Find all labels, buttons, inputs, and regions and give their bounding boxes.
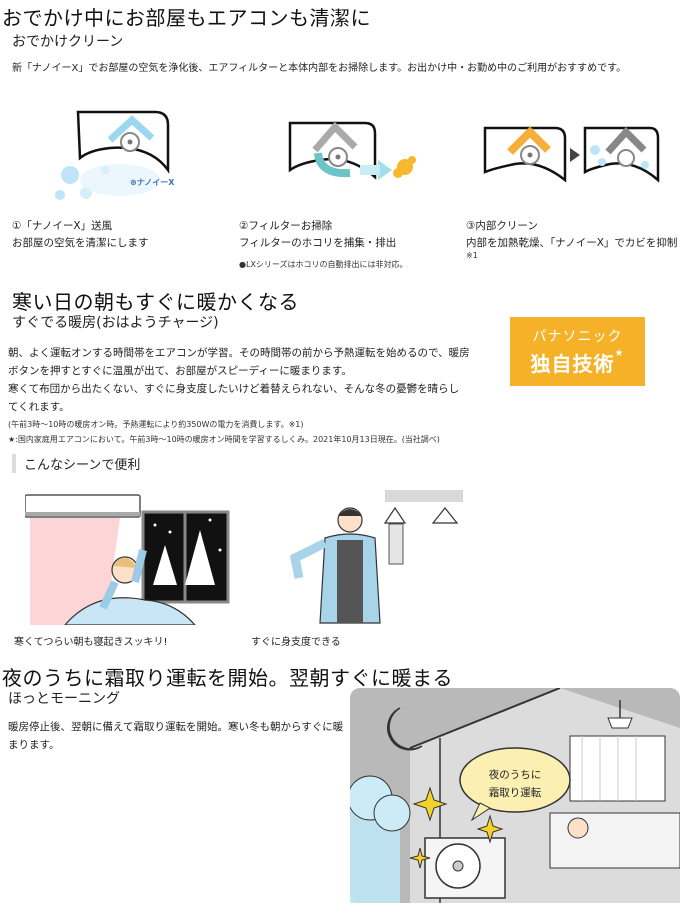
section2-note1: (午前3時〜10時の暖房オン時。予熱運転により約350Wの電力を消費します。※1… (8, 420, 304, 429)
section2-paragraph: 朝、よく運転オンする時間帯をエアコンが学習。その時間帯の前から予熱運転を始めるの… (8, 347, 470, 413)
section3-subtitle: ほっとモーニング (8, 691, 120, 707)
internal-clean-illustration (483, 126, 660, 183)
scenes-header: こんなシーンで便利 (12, 454, 140, 473)
step3-desc: 内部を加熱乾燥、「ナノイーX」でカビを抑制 (466, 237, 678, 249)
section3-paragraph: 暖房停止後、翌朝に備えて霜取り運転を開始。寒い冬も朝からすぐに暖 まります。 (8, 721, 344, 751)
arrow-right-icon (378, 160, 392, 180)
wake-up-scene-illustration (25, 494, 230, 625)
section2-subtitle: すぐでる暖房(おはようチャージ) (12, 315, 219, 331)
nanoe-logo: ⊛ナノイーX (130, 178, 175, 187)
moon-icon (387, 707, 423, 751)
fan-icon (617, 149, 635, 167)
badge-line2: 独自技術★ (530, 348, 625, 376)
section3-title: 夜のうちに霜取り運転を開始。翌朝すぐに暖まる (2, 666, 453, 690)
aircon-unit (25, 494, 141, 518)
sleeping-person-head (567, 817, 589, 839)
step2-label: ②フィルターお掃除 (239, 220, 333, 232)
flap-shape (107, 115, 155, 143)
section1-subtitle: おでかけクリーン (12, 34, 124, 50)
section1-description: 新「ナノイーX」でお部屋の空気を浄化後、エアフィルターと本体内部をお掃除します。… (12, 63, 627, 74)
lx-series-note: ●LXシリーズはホコリの自動排出には非対応。 (239, 260, 408, 269)
step3-note: ※1 (466, 251, 478, 260)
step3-label: ③内部クリーン (466, 220, 538, 232)
scene2-caption: すぐに身支度できる (251, 637, 341, 648)
sparkle-icon (476, 814, 504, 844)
step1-desc: お部屋の空気を清潔にします (12, 237, 149, 249)
section1-title: おでかけ中にお部屋もエアコンも清潔に (2, 6, 371, 30)
nanoe-logo-icon: ⊛ (130, 178, 137, 187)
section2-note2: ★:国内家庭用エアコンにおいて。午前3時〜10時の暖房オン時間を学習するしくみ。… (8, 435, 440, 444)
ceiling-lamp-icon (607, 717, 633, 729)
badge-line1: パナソニック (532, 329, 623, 345)
futon-shape (64, 597, 196, 625)
exclusive-tech-badge: パナソニック 独自技術★ (510, 317, 645, 386)
nanoe-particle-icon (61, 166, 79, 184)
nanoe-blow-illustration (55, 110, 170, 200)
night-defrost-illustration (350, 688, 680, 903)
dressing-scene-illustration (289, 490, 463, 624)
sparkle-icon (412, 786, 448, 822)
sparkle-icon (409, 847, 431, 869)
step2-desc: フィルターのホコリを捕集・排出 (239, 237, 397, 249)
step1-label: ①「ナノイーX」送風 (12, 220, 113, 232)
star-icon: ★ (614, 348, 625, 359)
speech-bubble (459, 747, 571, 813)
bubble-text: 夜のうちに 霜取り運転 (488, 769, 542, 799)
scene1-caption: 寒くてつらい朝も寝起きスッキリ! (14, 637, 168, 648)
arrow-right-icon (570, 148, 580, 162)
filter-cleaning-illustration (288, 121, 416, 180)
section2-title: 寒い日の朝もすぐに暖かくなる (12, 290, 299, 314)
warm-air-shape (30, 518, 120, 625)
clothes-rail (385, 490, 463, 502)
